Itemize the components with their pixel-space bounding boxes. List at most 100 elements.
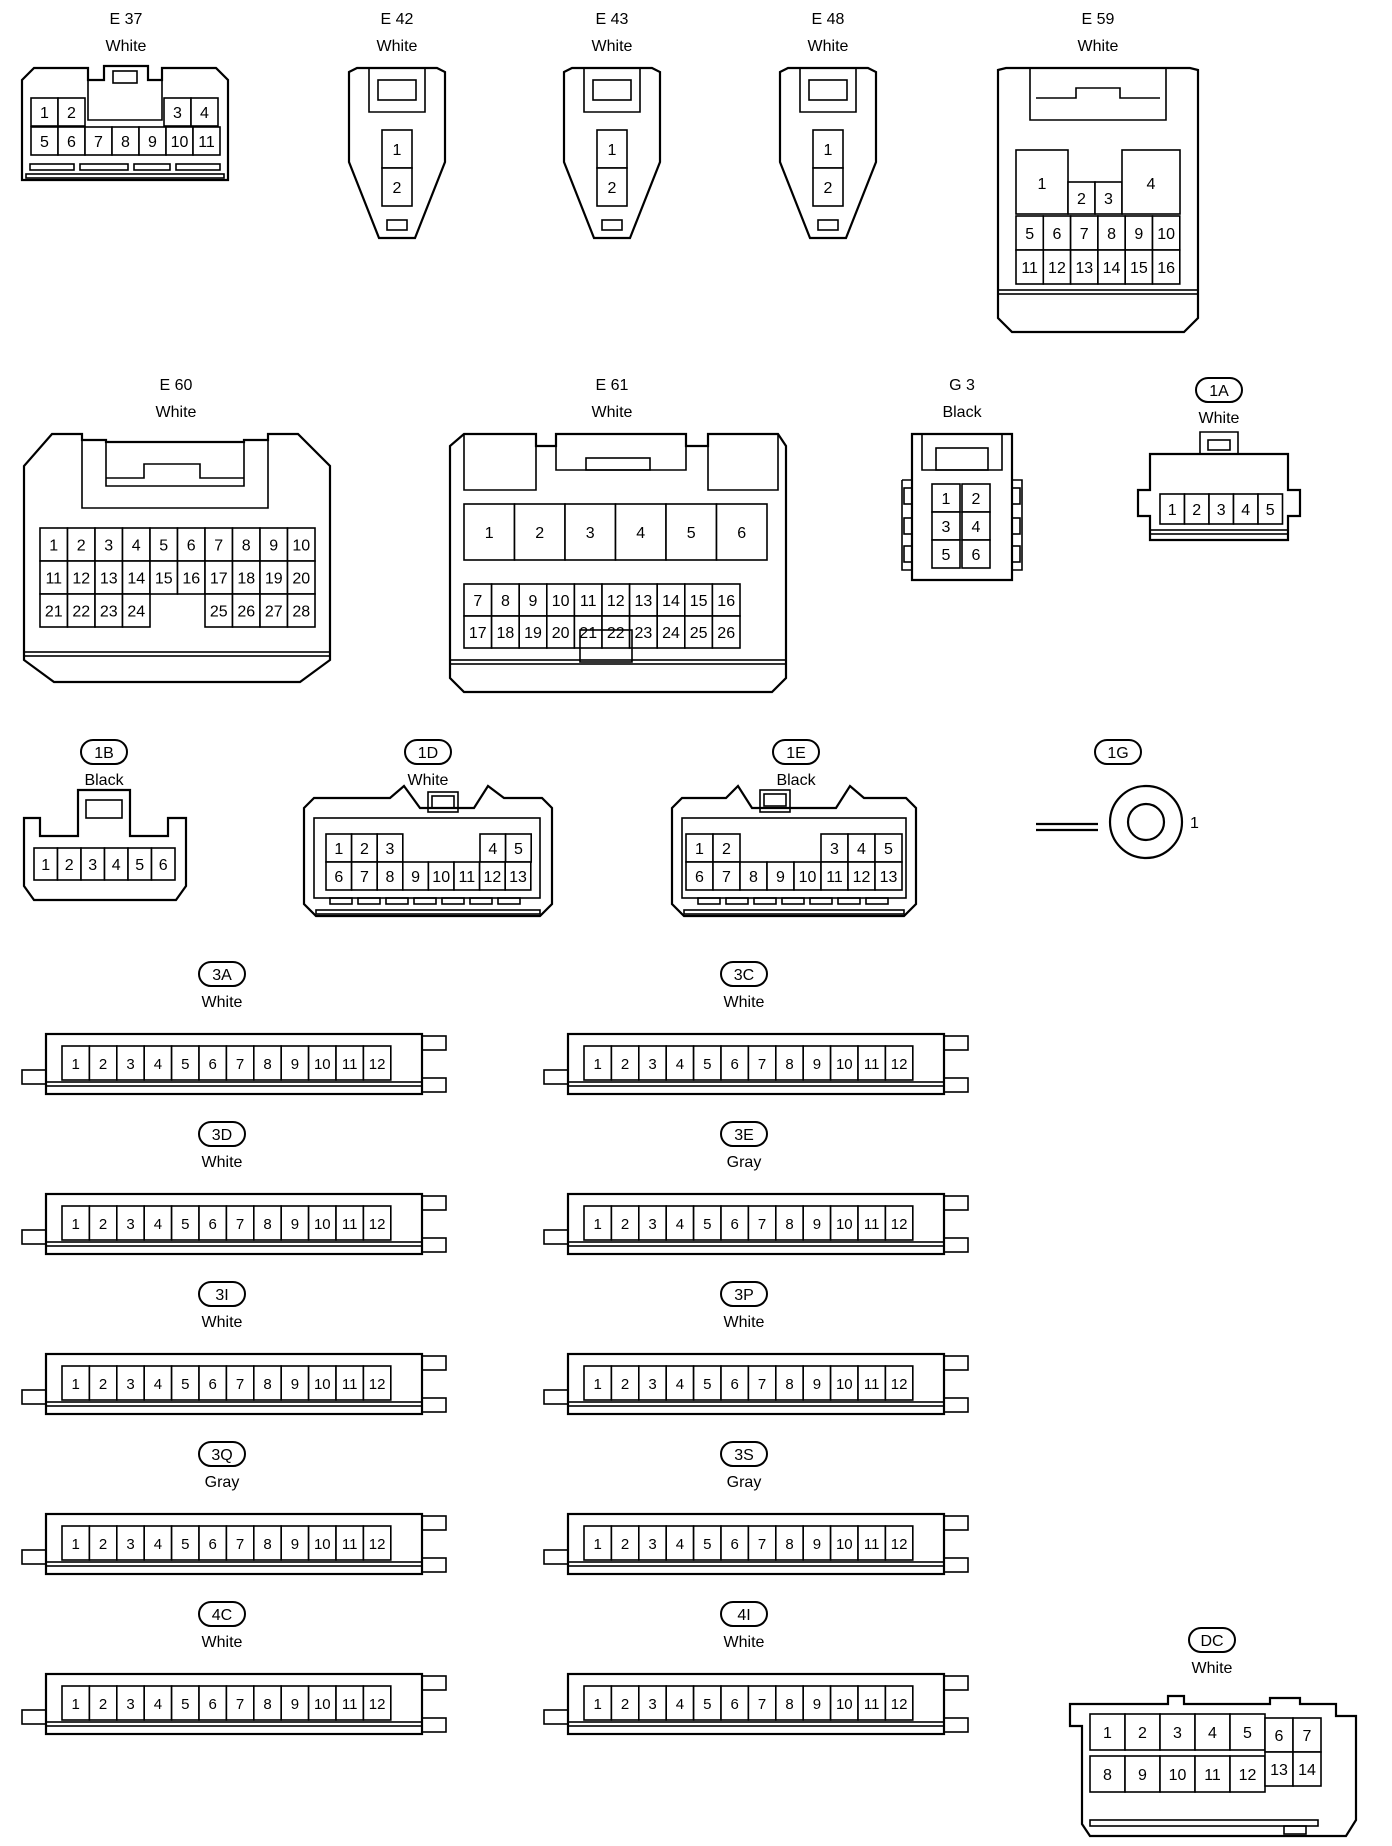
pin-number-9: 9 <box>291 1216 299 1233</box>
pin-number-21: 21 <box>579 625 597 642</box>
pin-number-10: 10 <box>314 1056 331 1073</box>
pin-number-7: 7 <box>360 869 369 886</box>
connector-code: E 42 <box>381 11 414 28</box>
pin-number-3: 3 <box>173 105 182 122</box>
housing-part <box>943 1717 969 1733</box>
pin-cell <box>1089 1713 1126 1751</box>
pin-number-10: 10 <box>836 1056 853 1073</box>
housing-part <box>421 1717 447 1733</box>
housing-part <box>567 1081 945 1087</box>
pin-cell <box>149 560 179 595</box>
pin-cell <box>884 1525 914 1561</box>
pin-number-5: 5 <box>181 1536 189 1553</box>
pin-number-15: 15 <box>690 593 708 610</box>
pin-number-14: 14 <box>1298 1762 1316 1779</box>
housing-part <box>697 897 721 905</box>
housing-part <box>427 791 459 813</box>
housing-part <box>817 219 839 231</box>
pin-cell <box>610 1205 640 1241</box>
pin-number-9: 9 <box>291 1056 299 1073</box>
connector-color: Black <box>942 404 982 421</box>
pin-cell <box>362 1365 392 1401</box>
housing-part <box>112 70 138 84</box>
pin-number-7: 7 <box>758 1376 766 1393</box>
pin-cell <box>637 1685 667 1721</box>
pin-cell <box>931 511 961 541</box>
pin-number-12: 12 <box>1048 260 1066 277</box>
pin-cell <box>307 1525 337 1561</box>
housing-part <box>421 1557 447 1573</box>
pin-cell <box>1089 1755 1126 1793</box>
pin-cell <box>381 129 413 169</box>
pin-number-10: 10 <box>314 1376 331 1393</box>
pin-cell <box>231 560 261 595</box>
pin-cell <box>362 1525 392 1561</box>
pin-number-4: 4 <box>676 1056 684 1073</box>
pin-cell <box>225 1525 255 1561</box>
housing-part <box>497 897 521 905</box>
pin-number-2: 2 <box>621 1056 629 1073</box>
housing-part <box>315 909 541 915</box>
pin-cell <box>192 126 221 156</box>
pin-number-4: 4 <box>1208 1725 1217 1742</box>
pin-number-2: 2 <box>67 105 76 122</box>
pin-number-4: 4 <box>857 841 866 858</box>
pin-cell <box>116 1205 146 1241</box>
pin-number-6: 6 <box>209 1696 217 1713</box>
pin-number-7: 7 <box>758 1056 766 1073</box>
pin-cell <box>884 1365 914 1401</box>
connector-code: DC <box>1200 1633 1223 1650</box>
connector-color: Gray <box>727 1474 762 1491</box>
pin-cell <box>61 1205 91 1241</box>
pin-number-6: 6 <box>737 525 746 542</box>
pin-number-2: 2 <box>99 1376 107 1393</box>
pin-cell <box>335 1045 365 1081</box>
pin-cell <box>747 1525 777 1561</box>
pin-number-21: 21 <box>45 604 63 621</box>
pin-number-3: 3 <box>126 1376 134 1393</box>
pin-number-4: 4 <box>676 1536 684 1553</box>
pin-number-1: 1 <box>594 1376 602 1393</box>
pin-cell <box>1264 1751 1294 1787</box>
pin-cell <box>545 615 576 649</box>
pin-number-1: 1 <box>40 105 49 122</box>
pin-number-5: 5 <box>884 841 893 858</box>
housing-part <box>585 457 651 471</box>
pin-number-9: 9 <box>776 869 785 886</box>
connector-code: E 43 <box>596 11 629 28</box>
pin-number-6: 6 <box>209 1216 217 1233</box>
pin-cell <box>747 1685 777 1721</box>
pin-number-9: 9 <box>269 538 278 555</box>
housing-part <box>543 1229 569 1245</box>
connector-code-badge <box>1094 739 1142 765</box>
connector-code-badge <box>720 1441 768 1467</box>
pin-cell <box>1229 1755 1266 1793</box>
pin-cell <box>628 615 658 649</box>
pin-cell <box>1067 181 1096 215</box>
housing-part <box>1011 517 1021 535</box>
connector-code-badge <box>198 1281 246 1307</box>
pin-number-2: 2 <box>393 180 402 197</box>
pin-number-11: 11 <box>580 593 597 610</box>
pin-number-11: 11 <box>342 1216 358 1233</box>
pin-cell <box>931 539 961 569</box>
housing-part <box>943 1515 969 1531</box>
pin-cell <box>1292 1751 1322 1787</box>
pin-number-12: 12 <box>853 869 871 886</box>
pin-number-22: 22 <box>607 625 625 642</box>
ring-terminal-hole <box>1126 802 1166 842</box>
housing-part <box>44 1032 424 1096</box>
pin-cell <box>121 527 151 562</box>
pin-cell <box>961 539 991 569</box>
pin-number-9: 9 <box>291 1376 299 1393</box>
pin-number-6: 6 <box>209 1536 217 1553</box>
pin-number-1: 1 <box>334 841 343 858</box>
housing-part <box>997 289 1199 295</box>
pin-number-16: 16 <box>182 571 200 588</box>
pin-number-6: 6 <box>67 134 76 151</box>
pin-number-24: 24 <box>127 604 145 621</box>
pin-cell <box>961 511 991 541</box>
